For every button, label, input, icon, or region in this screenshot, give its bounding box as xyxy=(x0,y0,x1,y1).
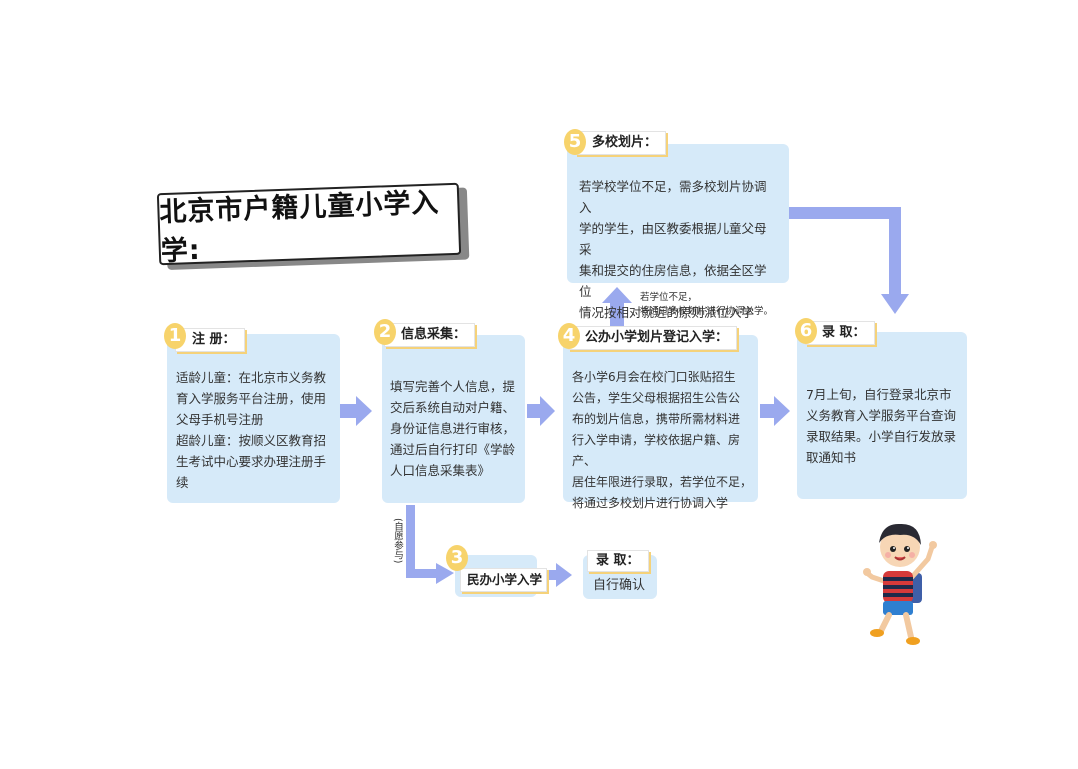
arrow-2-to-3-h xyxy=(406,569,438,578)
arrow-5-to-6-head xyxy=(881,294,909,314)
arrow-2-to-3-v xyxy=(406,505,415,577)
arrow-2-to-3-head xyxy=(436,563,454,584)
step-3-label: 民办小学入学 xyxy=(460,568,548,592)
step-3-number-badge: 3 xyxy=(446,545,468,571)
step-1-number-badge: 1 xyxy=(164,323,186,349)
step-2-text: 填写完善个人信息，提 交后系统自动对户籍、 身份证信息进行审核， 通过后自行打印… xyxy=(390,379,516,478)
step-4-number-badge: 4 xyxy=(558,323,580,349)
step-3-admission-label: 录 取： xyxy=(587,550,649,572)
step-5-text: 若学校学位不足，需多校划片协调入 学的学生，由区教委根据儿童父母采 集和提交的住… xyxy=(579,179,767,320)
step-4-label: 公办小学划片登记入学： xyxy=(568,326,738,350)
cartoon-boy-icon xyxy=(863,523,937,645)
step-4-text: 各小学6月会在校门口张贴招生 公告，学生父母根据招生公告公 布的划片信息，携带所… xyxy=(572,370,753,510)
arrow-4-to-5 xyxy=(602,287,632,330)
arrow-3-to-admit xyxy=(540,563,572,587)
step-2-card: 填写完善个人信息，提 交后系统自动对户籍、 身份证信息进行审核， 通过后自行打印… xyxy=(382,335,525,503)
step-1-card: 适龄儿童：在北京市义务教 育入学服务平台注册，使用 父母手机号注册 超龄儿童：按… xyxy=(167,334,340,503)
step-1-text: 适龄儿童：在北京市义务教 育入学服务平台注册，使用 父母手机号注册 超龄儿童：按… xyxy=(176,370,327,490)
insufficient-seats-note: 若学位不足， 将通过多校划片进行协调入学。 xyxy=(640,292,774,317)
step-2-label: 信息采集： xyxy=(384,323,476,347)
step-5-number-badge: 5 xyxy=(564,129,586,155)
arrow-2-to-4 xyxy=(527,396,555,426)
step-5-label: 多校划片： xyxy=(575,131,667,155)
step-6-card: 7月上旬，自行登录北京市 义务教育入学服务平台查询 录取结果。小学自行发放录 取… xyxy=(797,332,967,499)
step-6-text: 7月上旬，自行登录北京市 义务教育入学服务平台查询 录取结果。小学自行发放录 取… xyxy=(806,387,957,465)
step-3-admission-text: 自行确认 xyxy=(593,578,646,593)
step-6-label: 录 取： xyxy=(805,321,875,345)
step-6-number-badge: 6 xyxy=(795,318,817,344)
step-5-card: 若学校学位不足，需多校划片协调入 学的学生，由区教委根据儿童父母采 集和提交的住… xyxy=(567,144,789,320)
arrow-1-to-2 xyxy=(340,396,372,426)
step-2-number-badge: 2 xyxy=(374,319,396,345)
step-4-card: 各小学6月会在校门口张贴招生 公告，学生父母根据招生公告公 布的划片信息，携带所… xyxy=(563,335,758,510)
arrow-4-to-6 xyxy=(760,396,790,426)
arrow-5-to-6-v xyxy=(889,207,901,296)
voluntary-note: (自愿参与) xyxy=(392,518,403,564)
arrow-5-to-6-h xyxy=(789,207,895,219)
step-1-label: 注 册： xyxy=(175,328,245,352)
